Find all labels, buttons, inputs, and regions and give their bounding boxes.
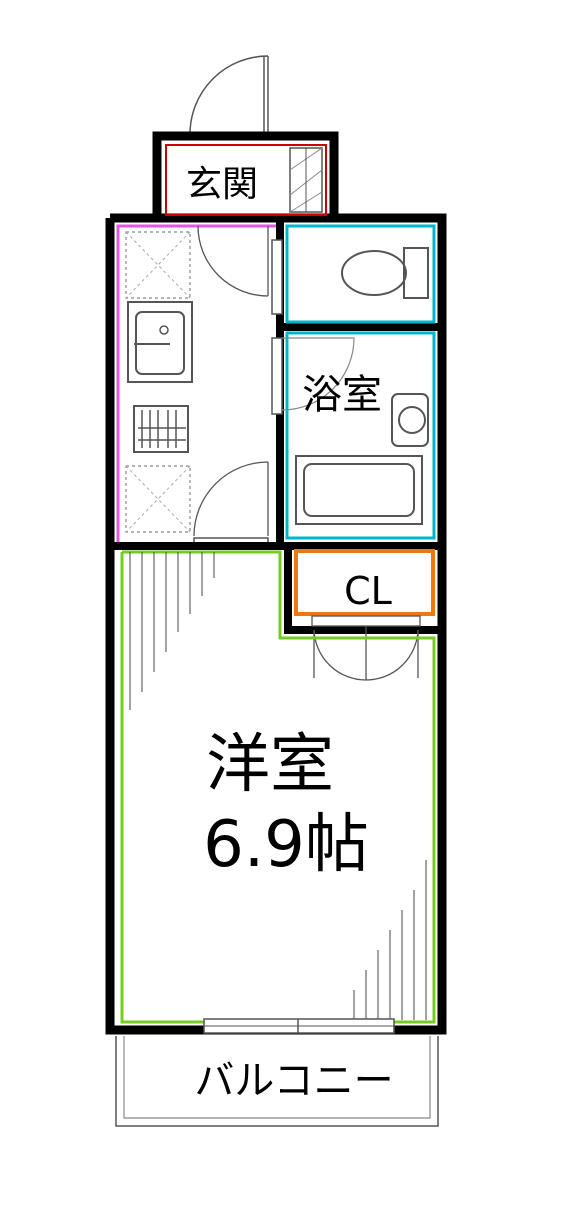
stove-icon xyxy=(133,405,189,453)
exterior-walls xyxy=(105,131,447,1035)
entrance-label: 玄関 xyxy=(186,164,258,205)
closet-label: CL xyxy=(344,569,392,613)
bathtub-icon xyxy=(295,455,423,525)
bath-label: 浴室 xyxy=(302,372,382,418)
sink-icon xyxy=(127,301,193,383)
toilet-icon xyxy=(341,247,429,299)
closet: CL xyxy=(294,549,435,681)
balcony: バルコニー xyxy=(115,1036,439,1127)
toilet-room xyxy=(271,224,436,324)
kitchen-area xyxy=(116,224,280,549)
entry-door xyxy=(189,55,269,135)
western-room-label: 洋室 xyxy=(206,728,334,802)
washbasin-icon xyxy=(391,393,429,447)
balcony-window xyxy=(203,1018,395,1034)
balcony-label: バルコニー xyxy=(194,1058,393,1104)
entrance-room: 玄関 xyxy=(165,144,327,216)
western-room-size: 6.9帖 xyxy=(203,808,369,882)
western-room: 洋室 6.9帖 xyxy=(120,550,436,1024)
bath-room: 浴室 xyxy=(271,331,436,540)
